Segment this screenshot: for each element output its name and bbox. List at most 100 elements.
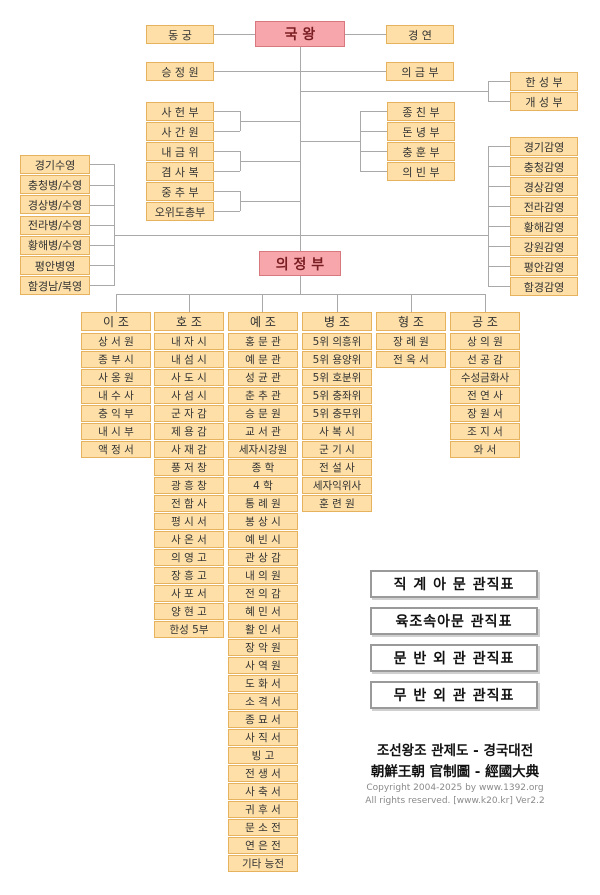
ministry-office-cell[interactable]: 5위 용양위 — [302, 351, 372, 368]
ministry-office-cell[interactable]: 5위 호분위 — [302, 369, 372, 386]
military-command-box[interactable]: 충청병/수영 — [20, 175, 90, 195]
ministry-office-cell[interactable]: 상 의 원 — [450, 333, 520, 350]
ministry-office-cell[interactable]: 귀 후 서 — [228, 801, 298, 818]
ministry-office-cell[interactable]: 사 섬 시 — [154, 387, 224, 404]
ministry-office-cell[interactable]: 종 묘 서 — [228, 711, 298, 728]
ministry-office-cell[interactable]: 문 소 전 — [228, 819, 298, 836]
ministry-office-cell[interactable]: 예 문 관 — [228, 351, 298, 368]
left-office-box[interactable]: 사 간 원 — [146, 122, 214, 141]
ministry-office-cell[interactable]: 군 자 감 — [154, 405, 224, 422]
ministry-office-cell[interactable]: 사 직 서 — [228, 729, 298, 746]
seungjeongwon-box[interactable]: 승 정 원 — [146, 62, 214, 81]
ministry-office-cell[interactable]: 관 상 감 — [228, 549, 298, 566]
ministry-office-cell[interactable]: 제 용 감 — [154, 423, 224, 440]
donggung-box[interactable]: 동 궁 — [146, 25, 214, 44]
button-civil-external-table[interactable]: 문 반 외 관 관직표 — [370, 644, 538, 672]
ministry-office-cell[interactable]: 상 서 원 — [81, 333, 151, 350]
ministry-header[interactable]: 예 조 — [228, 312, 298, 331]
ministry-office-cell[interactable]: 와 서 — [450, 441, 520, 458]
button-ministry-office-table[interactable]: 육조속아문 관직표 — [370, 607, 538, 635]
ministry-office-cell[interactable]: 평 시 서 — [154, 513, 224, 530]
gaeseongbu-box[interactable]: 개 성 부 — [510, 92, 578, 111]
ministry-office-cell[interactable]: 5위 충좌위 — [302, 387, 372, 404]
province-office-box[interactable]: 충청감영 — [510, 157, 578, 176]
ministry-office-cell[interactable]: 내 자 시 — [154, 333, 224, 350]
ministry-office-cell[interactable]: 종 학 — [228, 459, 298, 476]
right-office-box[interactable]: 충 훈 부 — [387, 142, 455, 161]
ministry-office-cell[interactable]: 전 의 감 — [228, 585, 298, 602]
ministry-office-cell[interactable]: 4 학 — [228, 477, 298, 494]
ministry-office-cell[interactable]: 내 시 부 — [81, 423, 151, 440]
military-command-box[interactable]: 전라병/수영 — [20, 215, 90, 235]
right-office-box[interactable]: 돈 녕 부 — [387, 122, 455, 141]
ministry-office-cell[interactable]: 내 의 원 — [228, 567, 298, 584]
ministry-office-cell[interactable]: 내 섬 시 — [154, 351, 224, 368]
ministry-office-cell[interactable]: 사 온 서 — [154, 531, 224, 548]
ministry-office-cell[interactable]: 도 화 서 — [228, 675, 298, 692]
military-command-box[interactable]: 함경남/북영 — [20, 276, 90, 296]
ministry-office-cell[interactable]: 선 공 감 — [450, 351, 520, 368]
ministry-office-cell[interactable]: 양 현 고 — [154, 603, 224, 620]
ministry-office-cell[interactable]: 승 문 원 — [228, 405, 298, 422]
ministry-office-cell[interactable]: 사 옹 원 — [81, 369, 151, 386]
ministry-office-cell[interactable]: 기타 능전 — [228, 855, 298, 872]
province-office-box[interactable]: 강원감영 — [510, 237, 578, 256]
ministry-office-cell[interactable]: 전 연 사 — [450, 387, 520, 404]
ministry-office-cell[interactable]: 5위 의흥위 — [302, 333, 372, 350]
gyeongyeon-box[interactable]: 경 연 — [386, 25, 454, 44]
ministry-office-cell[interactable]: 성 균 관 — [228, 369, 298, 386]
ministry-office-cell[interactable]: 수성금화사 — [450, 369, 520, 386]
ministry-header[interactable]: 호 조 — [154, 312, 224, 331]
ministry-office-cell[interactable]: 한성 5부 — [154, 621, 224, 638]
ministry-office-cell[interactable]: 춘 추 관 — [228, 387, 298, 404]
province-office-box[interactable]: 전라감영 — [510, 197, 578, 216]
ministry-office-cell[interactable]: 빙 고 — [228, 747, 298, 764]
ministry-office-cell[interactable]: 홍 문 관 — [228, 333, 298, 350]
military-command-box[interactable]: 황해병/수영 — [20, 235, 90, 255]
ministry-office-cell[interactable]: 광 흥 창 — [154, 477, 224, 494]
ministry-office-cell[interactable]: 조 지 서 — [450, 423, 520, 440]
ministry-office-cell[interactable]: 훈 련 원 — [302, 495, 372, 512]
ministry-office-cell[interactable]: 사 복 시 — [302, 423, 372, 440]
ministry-office-cell[interactable]: 사 도 시 — [154, 369, 224, 386]
ministry-office-cell[interactable]: 장 악 원 — [228, 639, 298, 656]
ministry-header[interactable]: 형 조 — [376, 312, 446, 331]
left-office-box[interactable]: 겸 사 복 — [146, 162, 214, 181]
ministry-office-cell[interactable]: 세자익위사 — [302, 477, 372, 494]
ministry-office-cell[interactable]: 활 인 서 — [228, 621, 298, 638]
ministry-office-cell[interactable]: 혜 민 서 — [228, 603, 298, 620]
ministry-office-cell[interactable]: 전 설 사 — [302, 459, 372, 476]
left-office-box[interactable]: 중 추 부 — [146, 182, 214, 201]
king-box[interactable]: 국 왕 — [255, 21, 345, 47]
ministry-office-cell[interactable]: 사 재 감 — [154, 441, 224, 458]
ministry-header[interactable]: 병 조 — [302, 312, 372, 331]
province-office-box[interactable]: 경기감영 — [510, 137, 578, 156]
right-office-box[interactable]: 의 빈 부 — [387, 162, 455, 181]
uigeumbu-box[interactable]: 의 금 부 — [386, 62, 454, 81]
ministry-office-cell[interactable]: 장 흥 고 — [154, 567, 224, 584]
ministry-office-cell[interactable]: 5위 충무위 — [302, 405, 372, 422]
province-office-box[interactable]: 경상감영 — [510, 177, 578, 196]
military-command-box[interactable]: 경기수영 — [20, 155, 90, 174]
ministry-office-cell[interactable]: 전 옥 서 — [376, 351, 446, 368]
left-office-box[interactable]: 오위도총부 — [146, 202, 214, 221]
ministry-office-cell[interactable]: 세자시강원 — [228, 441, 298, 458]
ministry-office-cell[interactable]: 연 은 전 — [228, 837, 298, 854]
ministry-office-cell[interactable]: 군 기 시 — [302, 441, 372, 458]
ministry-header[interactable]: 이 조 — [81, 312, 151, 331]
province-office-box[interactable]: 함경감영 — [510, 277, 578, 296]
left-office-box[interactable]: 사 헌 부 — [146, 102, 214, 121]
ministry-office-cell[interactable]: 장 례 원 — [376, 333, 446, 350]
ministry-header[interactable]: 공 조 — [450, 312, 520, 331]
province-office-box[interactable]: 평안감영 — [510, 257, 578, 276]
ministry-office-cell[interactable]: 사 역 원 — [228, 657, 298, 674]
ministry-office-cell[interactable]: 종 부 시 — [81, 351, 151, 368]
ministry-office-cell[interactable]: 사 포 서 — [154, 585, 224, 602]
ministry-office-cell[interactable]: 장 원 서 — [450, 405, 520, 422]
ministry-office-cell[interactable]: 내 수 사 — [81, 387, 151, 404]
ministry-office-cell[interactable]: 액 정 서 — [81, 441, 151, 458]
ministry-office-cell[interactable]: 사 축 서 — [228, 783, 298, 800]
ministry-office-cell[interactable]: 통 례 원 — [228, 495, 298, 512]
button-direct-office-table[interactable]: 직 계 아 문 관직표 — [370, 570, 538, 598]
ministry-office-cell[interactable]: 전 생 서 — [228, 765, 298, 782]
